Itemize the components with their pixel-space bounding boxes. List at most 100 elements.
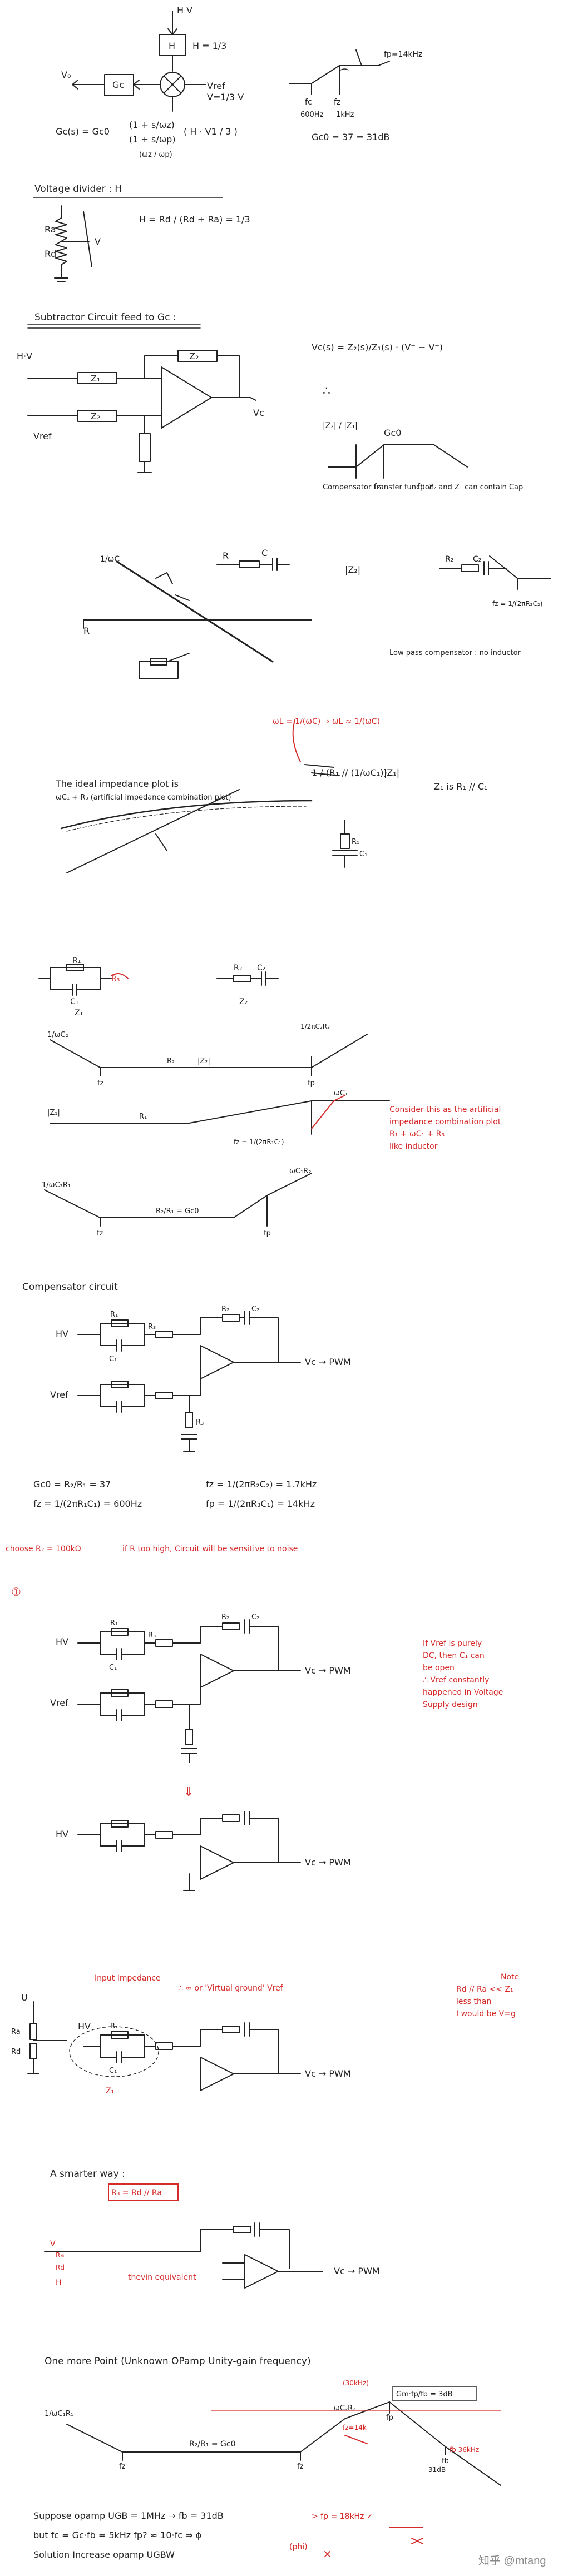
s11-cross: × xyxy=(323,2547,332,2560)
s9-z1: Z₁ xyxy=(106,2087,114,2096)
s10-thevenin: thevin equivalent xyxy=(128,2273,196,2282)
s9-note4: I would be V=g xyxy=(456,2009,516,2018)
s9-c1: C₁ xyxy=(109,2067,117,2075)
s6-red-note4: like inductor xyxy=(389,1142,438,1151)
s1-tf-den: (1 + s/ωp) xyxy=(129,134,176,145)
s5-ideal-note: The ideal impedance plot is xyxy=(55,778,179,789)
s1-h-box: H xyxy=(169,41,175,51)
s7-hv: HV xyxy=(56,1328,68,1339)
s11-freq-right: 31dB xyxy=(428,2466,446,2474)
s6-plot2-lbl: |Z₁| xyxy=(47,1109,60,1117)
s5-frac: 1 / (R₁ // (1/ωC₁)) xyxy=(312,767,387,778)
red-arrow-curve xyxy=(292,719,301,762)
s11-fb: fb xyxy=(442,2457,449,2465)
section-smarter-way xyxy=(44,2222,323,2289)
section-compensator-circuit xyxy=(77,1311,301,1452)
s4-r: R xyxy=(223,550,229,561)
s4-c2: C₂ xyxy=(473,555,481,564)
section-impedance-plot xyxy=(83,555,551,679)
s8-red6: Supply design xyxy=(423,1700,478,1709)
s11-fz: fz xyxy=(119,2463,126,2471)
s7-vc: Vc → PWM xyxy=(305,1357,351,1367)
section-voltage-divider xyxy=(33,197,223,282)
section-system-block-diagram xyxy=(72,11,390,112)
s8-vc: Vc → PWM xyxy=(305,1665,351,1676)
s6-z1: Z₁ xyxy=(75,1009,83,1018)
s6-red-note1: Consider this as the artificial xyxy=(389,1105,501,1114)
s11-wc2: ωC₂R₂ xyxy=(334,2404,355,2413)
s8-r2: R₂ xyxy=(221,1613,229,1621)
s1-bode-fc: fc xyxy=(305,98,312,107)
s9-note3: less than xyxy=(456,1997,491,2006)
s1-tf-num: (1 + s/ωz) xyxy=(129,120,175,130)
s7-gc-eq: Gc0 = R₂/R₁ = 37 xyxy=(33,1479,111,1490)
s7-title: Compensator circuit xyxy=(22,1282,118,1293)
s8-c1: C₁ xyxy=(109,1664,117,1672)
s1-bode-fp: fp=14kHz xyxy=(384,50,422,59)
s9-hv: HV xyxy=(78,2021,91,2032)
s8-red2: DC, then C₁ can xyxy=(423,1651,485,1660)
s8-r1: R₁ xyxy=(110,1619,118,1627)
s11-title: One more Point (Unknown OPamp Unity-gain… xyxy=(45,2356,311,2367)
s7-c1: C₁ xyxy=(109,1355,117,1363)
section-subtractor xyxy=(27,324,468,479)
s1-tf-right: ( H · V1 / 3 ) xyxy=(184,126,238,137)
s5-c1: C₁ xyxy=(359,850,367,858)
s3-comp-tf: Compensator transfer function xyxy=(323,483,434,492)
s6-plot1-fz: fz xyxy=(97,1079,104,1088)
s6-plot2-r1: R₁ xyxy=(139,1113,147,1121)
s2-rd: Rd xyxy=(45,249,56,259)
s6-red-note2: impedance combination plot xyxy=(389,1118,501,1126)
s6-c1: C₁ xyxy=(70,997,78,1006)
s1-h-eq: H = 1/3 xyxy=(192,41,226,51)
s1-tf-left: Gc(s) = Gc0 xyxy=(56,126,110,137)
s1-hv: H V xyxy=(177,5,192,16)
s6-r2: R₂ xyxy=(234,964,242,972)
s6-plot2-wc: ωC₁ xyxy=(334,1089,348,1098)
s2-v: V xyxy=(95,236,101,247)
s3-gc0: Gc0 xyxy=(384,428,401,438)
s4-r-axis: R xyxy=(83,626,90,636)
s10-r3-eq: R₃ = Rd // Ra xyxy=(111,2188,162,2197)
s9-vc: Vc → PWM xyxy=(305,2068,351,2079)
s6-plot1-lbl: 1/ωC₂ xyxy=(47,1031,68,1039)
s3-vref: Vref xyxy=(33,431,52,441)
s11-suppose-red: > fp = 18kHz ✓ xyxy=(312,2512,373,2521)
s10-ra: Ra xyxy=(56,2251,64,2259)
s9-note1: Note xyxy=(501,1973,519,1982)
s3-z2-over-z1: |Z₂| / |Z₁| xyxy=(323,421,358,430)
s6-plot3-fp: fp xyxy=(264,1229,271,1238)
s7-r3: R₃ xyxy=(148,1323,156,1331)
s5-z1-eq: Z₁ is R₁ // C₁ xyxy=(434,781,487,792)
s11-suppose: Suppose opamp UGB = 1MHz ⇒ fb = 31dB xyxy=(33,2510,224,2521)
s4-fz: fz = 1/(2πR₂C₂) xyxy=(492,600,542,608)
s11-fz2: fz xyxy=(297,2463,304,2471)
s9-note2: Rd // Ra << Z₁ xyxy=(456,1985,513,1994)
s6-z2: Z₂ xyxy=(239,997,248,1006)
section-variant-one xyxy=(77,1619,301,1891)
s11-freq-mid: fz=14k xyxy=(343,2424,367,2431)
s10-h: H xyxy=(56,2279,62,2287)
s11-but-red: (phi) xyxy=(289,2543,308,2552)
s4-low-pass-note: Low pass compensator : no inductor xyxy=(389,649,521,657)
s6-r3: R₃ xyxy=(111,975,120,984)
s11-solution: Solution Increase opamp UGBW xyxy=(33,2549,175,2560)
s8-vref: Vref xyxy=(50,1698,68,1708)
s8-vc-2: Vc → PWM xyxy=(305,1857,351,1868)
s6-red-note3: R₁ + ωC₁ + R₃ xyxy=(389,1130,445,1139)
s9-inf: ∴ ∞ or 'Virtual ground' Vref xyxy=(178,1984,284,1993)
s7-red: choose R₂ = 100kΩ xyxy=(6,1545,81,1553)
s1-vref-val: V=1/3 V xyxy=(207,92,244,102)
s3-fz: fz xyxy=(374,483,381,492)
section-divider-input xyxy=(27,2001,301,2091)
opamp-triangle xyxy=(161,366,212,429)
section-ideal-impedance xyxy=(60,764,358,873)
s11-freq-top: (30kHz) xyxy=(343,2379,369,2387)
s6-plot1-fp: fp xyxy=(308,1079,315,1088)
s8-red1: If Vref is purely xyxy=(423,1639,482,1648)
s9-u: U xyxy=(21,1992,28,2003)
s8-down: ⇓ xyxy=(184,1785,194,1799)
s6-plot1-abs: |Z₂| xyxy=(197,1057,210,1065)
s7-red2: if R too high, Circuit will be sensitive… xyxy=(122,1545,298,1553)
